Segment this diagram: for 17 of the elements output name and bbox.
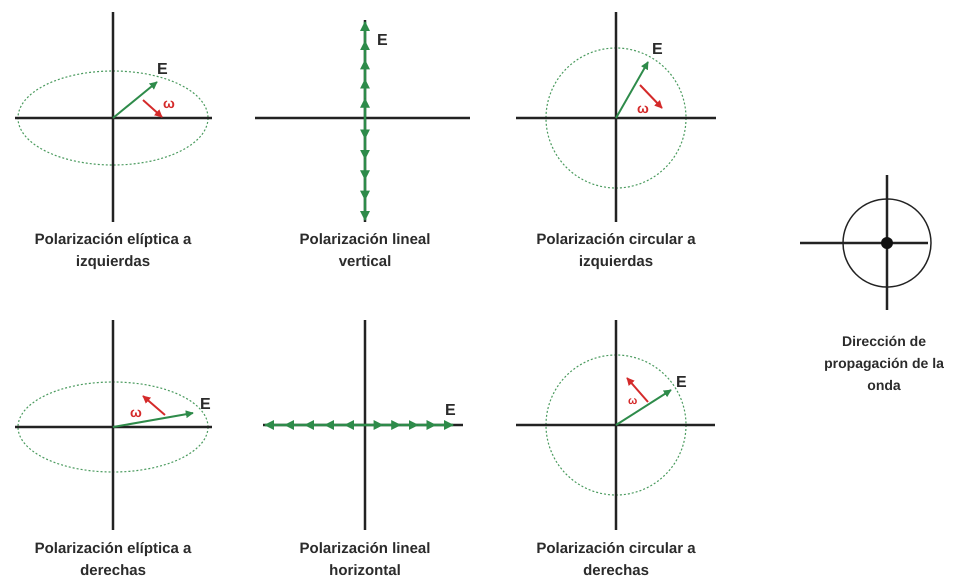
angular-velocity-label: ω bbox=[130, 405, 142, 419]
caption: Polarización elíptica a izquierdas bbox=[34, 230, 192, 272]
caption: Polarización lineal horizontal bbox=[298, 539, 432, 581]
caption: Polarización elíptica a derechas bbox=[34, 539, 192, 581]
vector-label: E bbox=[377, 33, 388, 49]
vector-label: E bbox=[445, 403, 456, 419]
caption: Polarización circular a derechas bbox=[535, 539, 697, 581]
caption: Polarización circular a izquierdas bbox=[535, 230, 697, 272]
vector-label: E bbox=[652, 42, 663, 58]
vector-label: E bbox=[157, 62, 168, 78]
angular-velocity-label: ω bbox=[637, 101, 649, 115]
caption: Dirección de propagación de la onda bbox=[823, 332, 945, 395]
angular-velocity-label: ω bbox=[628, 396, 638, 407]
caption: Polarización lineal vertical bbox=[298, 230, 432, 272]
vector-label: E bbox=[200, 397, 211, 413]
vector-label: E bbox=[676, 375, 687, 391]
angular-velocity-label: ω bbox=[163, 96, 175, 110]
